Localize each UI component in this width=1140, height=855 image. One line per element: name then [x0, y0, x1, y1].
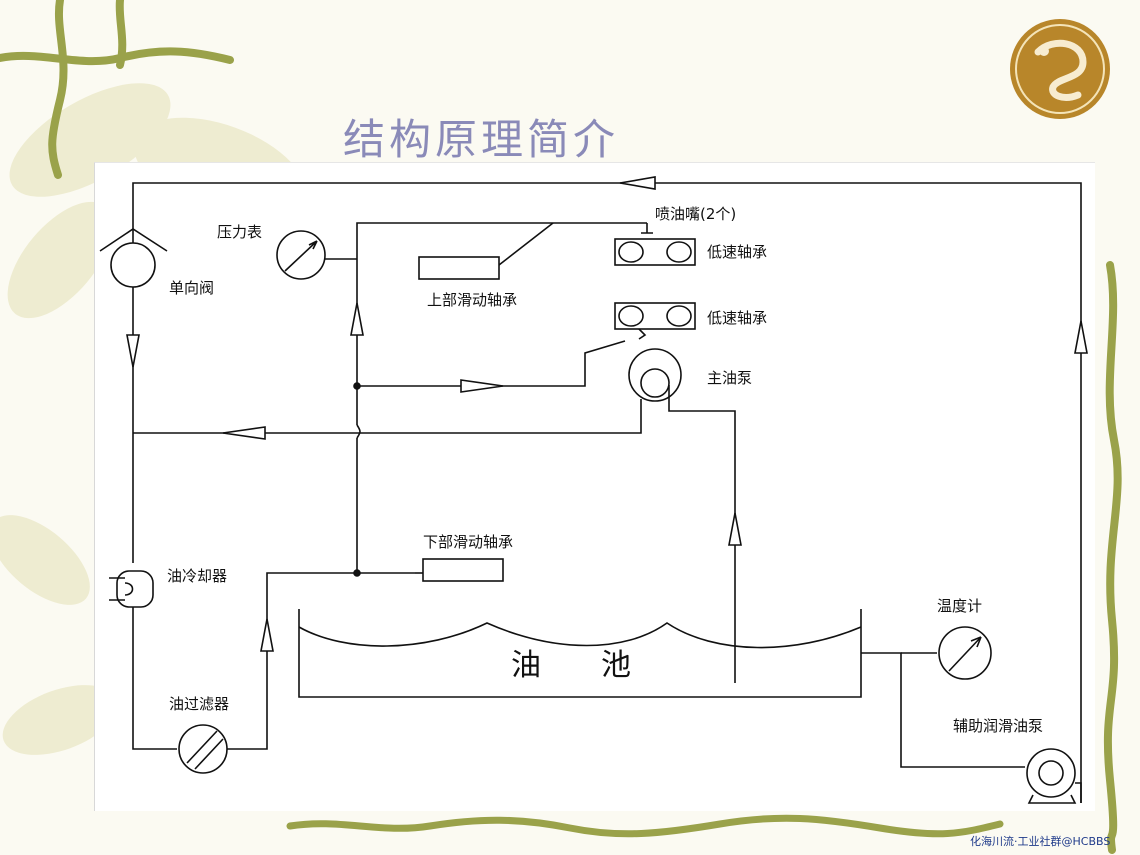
label-main-pump: 主油泵	[707, 369, 753, 387]
flow-arrow-suction-up	[728, 512, 742, 546]
label-thermometer: 温度计	[937, 597, 983, 615]
flow-arrow-left-down	[126, 334, 140, 368]
pipe-network	[99, 176, 1088, 804]
low-speed-bearing-upper	[614, 238, 696, 266]
pump-feed-line	[357, 340, 626, 387]
pressure-gauge	[276, 230, 326, 280]
vine-bottom	[286, 814, 1004, 838]
flow-arrow-filter-up	[260, 618, 274, 652]
label-check-valve: 单向阀	[169, 279, 215, 297]
flow-arrow-right	[1074, 320, 1088, 354]
lubrication-system-diagram: 压力表 喷油嘴(2个) 低速轴承 单向阀 上部滑动轴承 低速轴承 主油泵 下部滑…	[94, 162, 1095, 811]
oil-cooler	[109, 570, 154, 608]
return-line	[132, 182, 1082, 803]
aux-pump-outlet-line	[1075, 782, 1082, 803]
aux-lube-pump	[1026, 748, 1077, 804]
filter-outlet-line	[227, 572, 415, 750]
label-aux-pump: 辅助润滑油泵	[953, 717, 1044, 735]
cooler-to-filter-line	[132, 607, 177, 750]
label-oil-cooler: 油冷却器	[167, 567, 228, 585]
pump-return-line	[133, 399, 642, 434]
flow-arrow-riser-up	[350, 302, 364, 336]
oil-filter	[178, 724, 228, 774]
flow-arrow-return-left	[222, 426, 266, 440]
vine-right	[1103, 261, 1122, 854]
label-nozzle: 喷油嘴(2个)	[655, 205, 737, 223]
upper-sliding-bearing	[418, 222, 554, 280]
flow-arrow-top	[619, 176, 656, 190]
riser-line	[356, 222, 647, 573]
junction-lower	[353, 569, 361, 577]
label-low-speed-bearing-top: 低速轴承	[707, 243, 768, 261]
flow-arrow-pump-feed	[460, 379, 504, 393]
riser-crossover	[356, 424, 361, 439]
thermometer-gauge	[938, 626, 992, 680]
nozzle-top	[641, 223, 653, 234]
nozzle-bottom	[638, 328, 647, 340]
slide-title: 结构原理简介	[343, 115, 620, 164]
lower-sliding-bearing	[415, 558, 504, 582]
label-oil-filter: 油过滤器	[169, 695, 230, 713]
label-oil-pool: 油 池	[511, 648, 631, 683]
vine-top-left	[0, 0, 234, 179]
label-pressure-gauge: 压力表	[217, 223, 263, 241]
label-upper-bearing: 上部滑动轴承	[427, 291, 518, 309]
dragon-emblem-logo	[1010, 19, 1110, 119]
low-speed-bearing-lower	[614, 302, 696, 330]
watermark-text: 化海川流·工业社群@HCBBS	[970, 835, 1111, 848]
main-oil-pump	[628, 348, 736, 683]
label-lower-bearing: 下部滑动轴承	[423, 533, 514, 551]
aux-pump-suction-line	[861, 652, 1025, 768]
label-low-speed-bearing-bottom: 低速轴承	[707, 309, 768, 327]
